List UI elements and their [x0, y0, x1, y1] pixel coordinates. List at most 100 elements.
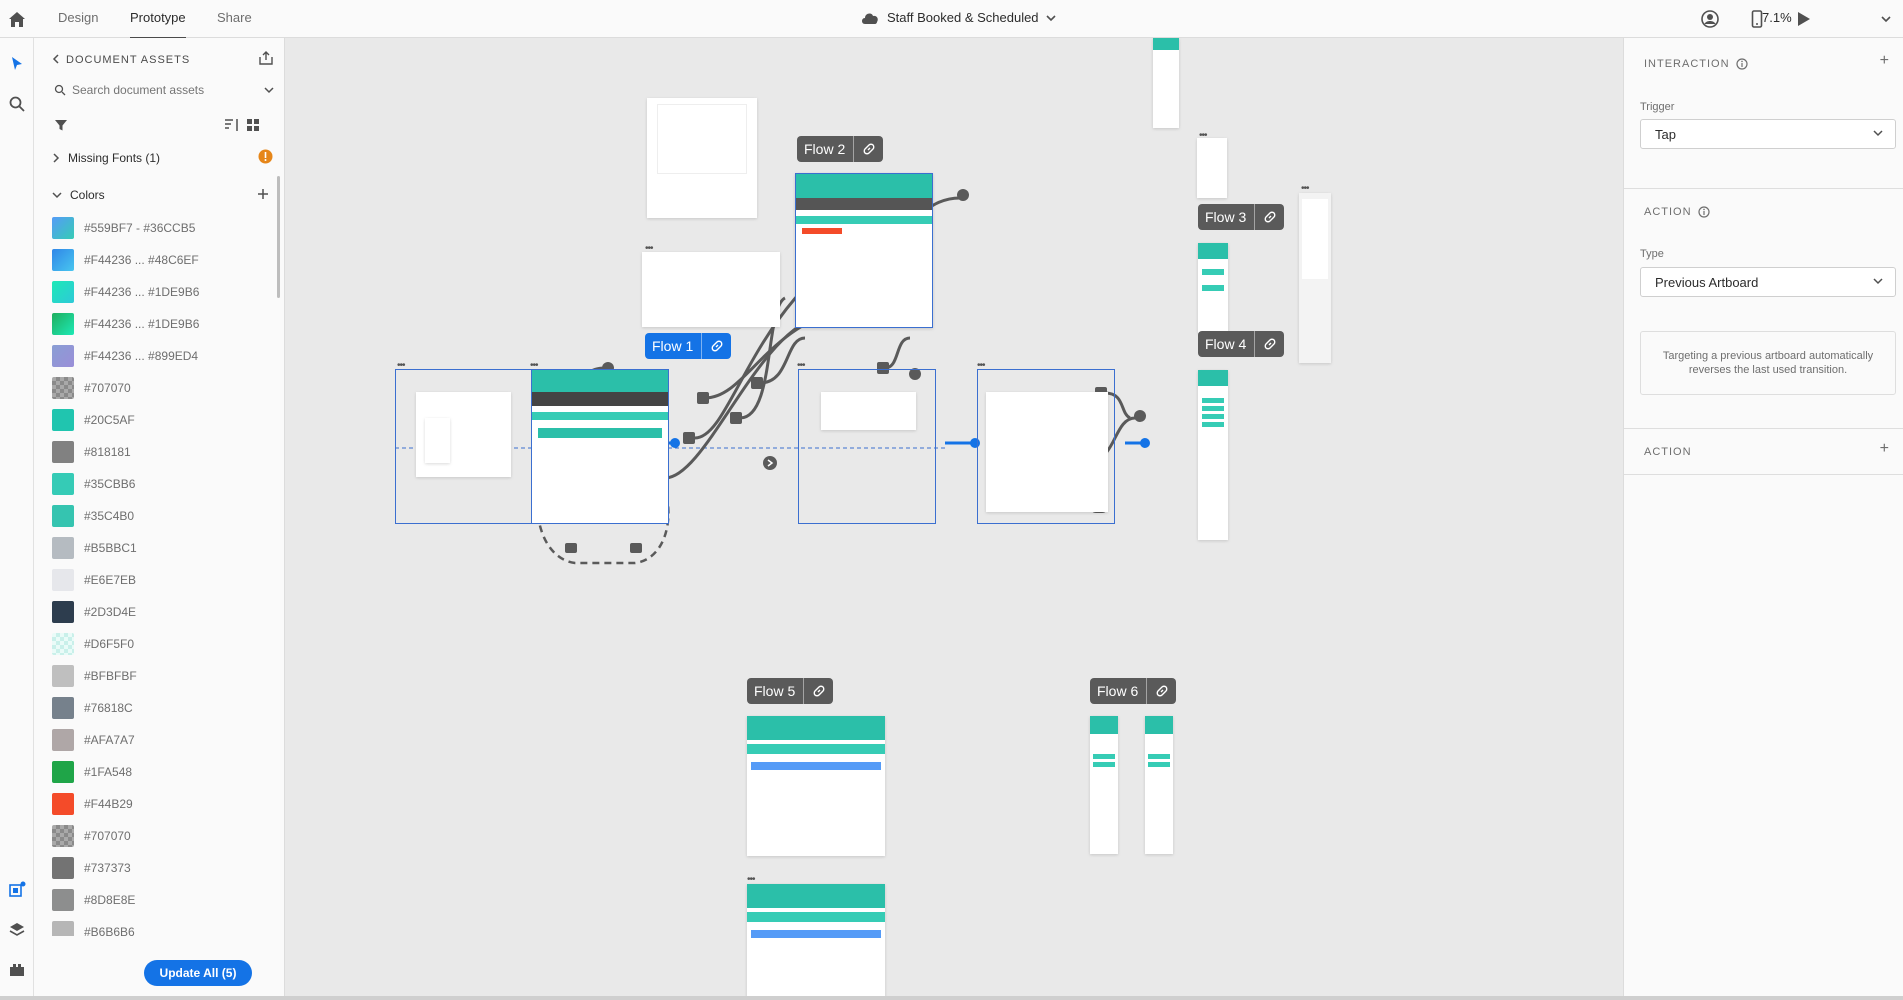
color-swatch-row[interactable]: #F44236 ... #1DE9B6: [52, 308, 272, 340]
assets-scrollbar[interactable]: [277, 176, 280, 298]
trigger-dropdown[interactable]: Tap: [1640, 119, 1896, 149]
assets-panel-icon[interactable]: [7, 880, 27, 900]
tab-prototype[interactable]: Prototype: [130, 10, 186, 39]
color-swatch-row[interactable]: #35CBB6: [52, 468, 272, 500]
color-swatch-row[interactable]: #35C4B0: [52, 500, 272, 532]
color-swatch[interactable]: [52, 441, 74, 463]
home-icon[interactable]: [6, 9, 28, 29]
color-swatch-row[interactable]: #B6B6B6: [52, 916, 272, 936]
link-icon[interactable]: [701, 333, 731, 359]
color-swatch[interactable]: [52, 377, 74, 399]
layers-icon[interactable]: [7, 920, 27, 940]
plugins-icon[interactable]: [7, 960, 27, 980]
artboard-mobile-top[interactable]: [1153, 38, 1179, 128]
zoom-level[interactable]: 7.1%: [1762, 10, 1792, 25]
artboard-menu-icon[interactable]: •••: [797, 360, 805, 371]
color-swatch-row[interactable]: #AFA7A7: [52, 724, 272, 756]
info-icon[interactable]: [1735, 58, 1748, 70]
color-swatch-row[interactable]: #707070: [52, 372, 272, 404]
document-title[interactable]: Staff Booked & Scheduled: [860, 10, 1056, 25]
color-swatch[interactable]: [52, 505, 74, 527]
color-swatch-row[interactable]: #1FA548: [52, 756, 272, 788]
chevron-down-icon[interactable]: [264, 86, 274, 94]
color-swatch[interactable]: [52, 921, 74, 936]
color-swatch-row[interactable]: #737373: [52, 852, 272, 884]
filter-icon[interactable]: [54, 118, 68, 132]
artboard-mini[interactable]: [425, 418, 450, 463]
color-swatch-row[interactable]: #F44236 ... #48C6EF: [52, 244, 272, 276]
color-swatch[interactable]: [52, 569, 74, 591]
artboard-popup[interactable]: [647, 98, 757, 218]
export-icon[interactable]: [258, 50, 274, 66]
color-swatch[interactable]: [52, 633, 74, 655]
design-canvas[interactable]: ••• Flow 2 ••• ••• Flow 1 ••• ••• ••• ••…: [285, 38, 1623, 1000]
color-swatch[interactable]: [52, 313, 74, 335]
color-swatch[interactable]: [52, 729, 74, 751]
user-icon[interactable]: [1700, 9, 1720, 29]
action-type-dropdown[interactable]: Previous Artboard: [1640, 267, 1896, 297]
color-swatch-row[interactable]: #E6E7EB: [52, 564, 272, 596]
link-icon[interactable]: [1254, 204, 1284, 230]
artboard-menu-icon[interactable]: •••: [397, 360, 405, 371]
color-swatch[interactable]: [52, 345, 74, 367]
color-swatch[interactable]: [52, 761, 74, 783]
add-interaction-icon[interactable]: +: [1879, 52, 1889, 69]
color-swatch-row[interactable]: #76818C: [52, 692, 272, 724]
color-swatch-row[interactable]: #F44236 ... #899ED4: [52, 340, 272, 372]
color-swatch[interactable]: [52, 473, 74, 495]
chevron-down-icon[interactable]: [1045, 14, 1056, 22]
artboard-menu-icon[interactable]: •••: [645, 243, 653, 254]
colors-section-header[interactable]: Colors: [52, 188, 105, 202]
update-all-button[interactable]: Update All (5): [144, 960, 252, 986]
flow-1-badge[interactable]: Flow 1: [645, 333, 732, 359]
color-swatch[interactable]: [52, 217, 74, 239]
artboard-menu-icon[interactable]: •••: [747, 874, 755, 885]
artboard-flow5-b[interactable]: [747, 884, 885, 1000]
artboard-confirm[interactable]: [798, 369, 936, 524]
info-icon[interactable]: [1697, 206, 1710, 218]
artboard-settings[interactable]: [642, 252, 780, 327]
artboard-flow6-a[interactable]: [1090, 716, 1118, 854]
missing-fonts-row[interactable]: Missing Fonts (1): [52, 151, 160, 165]
artboard-mobile-list[interactable]: [1299, 193, 1331, 363]
artboard-schedule[interactable]: [977, 369, 1115, 524]
artboard-menu-icon[interactable]: •••: [1199, 130, 1207, 141]
link-icon[interactable]: [1146, 678, 1176, 704]
color-swatch[interactable]: [52, 857, 74, 879]
tab-share[interactable]: Share: [217, 10, 252, 25]
artboard-flow4[interactable]: [1198, 370, 1228, 540]
color-swatch-row[interactable]: #818181: [52, 436, 272, 468]
color-swatch-row[interactable]: #20C5AF: [52, 404, 272, 436]
artboard-flow2[interactable]: [795, 173, 933, 328]
color-swatch[interactable]: [52, 665, 74, 687]
link-icon[interactable]: [853, 136, 883, 162]
chevron-left-icon[interactable]: [52, 54, 60, 64]
zoom-chevron-icon[interactable]: [1880, 13, 1892, 25]
flow-2-badge[interactable]: Flow 2: [797, 136, 884, 162]
color-swatch-row[interactable]: #F44B29: [52, 788, 272, 820]
artboard-mobile-small[interactable]: [1197, 138, 1227, 198]
artboard-flow5[interactable]: [747, 716, 885, 856]
color-swatch[interactable]: [52, 249, 74, 271]
artboard-flow1-home[interactable]: [531, 369, 669, 524]
color-swatch-row[interactable]: #B5BBC1: [52, 532, 272, 564]
color-swatch[interactable]: [52, 793, 74, 815]
search-icon[interactable]: [7, 94, 27, 114]
color-swatch[interactable]: [52, 537, 74, 559]
flow-4-badge[interactable]: Flow 4: [1198, 331, 1285, 357]
sort-icon[interactable]: [224, 118, 240, 132]
color-swatch-row[interactable]: #8D8E8E: [52, 884, 272, 916]
link-icon[interactable]: [1254, 331, 1284, 357]
artboard-flow3[interactable]: [1198, 243, 1228, 333]
link-icon[interactable]: [803, 678, 833, 704]
color-swatch[interactable]: [52, 281, 74, 303]
tab-design[interactable]: Design: [58, 10, 99, 25]
color-swatch-row[interactable]: #559BF7 - #36CCB5: [52, 212, 272, 244]
color-swatch-row[interactable]: #F44236 ... #1DE9B6: [52, 276, 272, 308]
phone-icon[interactable]: [1747, 9, 1767, 29]
add-color-icon[interactable]: [257, 188, 269, 200]
artboard-menu-icon[interactable]: •••: [977, 360, 985, 371]
artboard-welcome[interactable]: [395, 369, 533, 524]
flow-5-badge[interactable]: Flow 5: [747, 678, 834, 704]
color-swatch[interactable]: [52, 825, 74, 847]
